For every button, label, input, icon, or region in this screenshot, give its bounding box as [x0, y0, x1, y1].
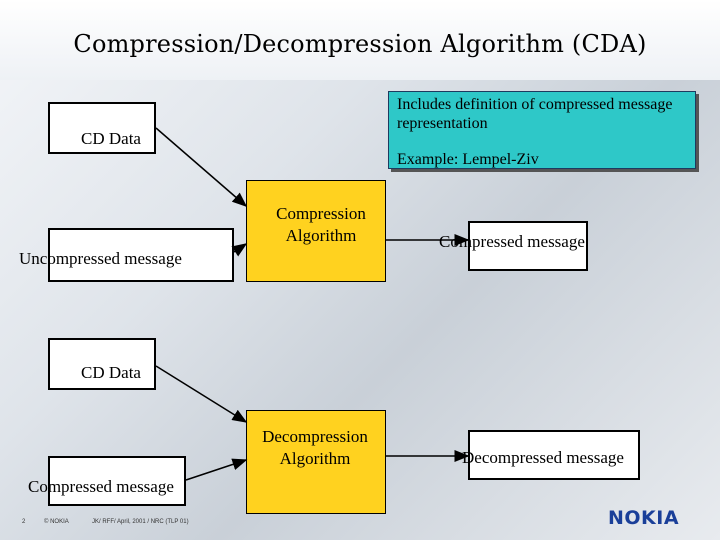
bottom-input-box: [48, 456, 186, 506]
top-cd-data-label: CD Data: [81, 129, 141, 148]
note-text: Includes definition of compressed messag…: [397, 96, 673, 132]
footer-meeting: JK/ RFF/ April, 2001 / NRC (TLP 01): [92, 519, 189, 525]
note-box: [388, 91, 696, 169]
arrow-cd-data-to-compression: [155, 127, 248, 207]
bottom-output-label: Decompressed message: [462, 448, 624, 467]
title-band: [0, 0, 720, 80]
arrow-input-to-decompression: [185, 458, 248, 481]
decompression-algorithm-line1: Decompression: [262, 427, 368, 446]
compression-algorithm-box: [246, 180, 386, 282]
compression-algorithm-label: Compression Algorithm: [246, 203, 396, 247]
slide-title: Compression/Decompression Algorithm (CDA…: [73, 30, 647, 58]
bottom-output-box: [468, 430, 640, 480]
top-output-box: [468, 221, 588, 271]
compression-algorithm-line2: Algorithm: [285, 226, 357, 245]
top-cd-data-box: [48, 102, 156, 154]
top-output-label: Compressed message: [439, 232, 585, 251]
bottom-input-label: Compressed message: [28, 477, 174, 496]
arrow-cd-data-to-decompression: [155, 365, 248, 423]
footer-page-number: 2: [22, 519, 26, 525]
note-example: Example: Lempel-Ziv: [397, 151, 539, 168]
top-input-box: [48, 228, 234, 282]
bottom-cd-data-label: CD Data: [81, 363, 141, 382]
decompression-algorithm-label: Decompression Algorithm: [238, 426, 392, 470]
arrow-input-to-compression: [231, 243, 248, 257]
decompression-algorithm-line2: Algorithm: [279, 449, 351, 468]
top-input-label: Uncompressed message: [19, 249, 182, 268]
footer-copyright: © NOKIA: [44, 519, 69, 525]
nokia-logo: NOKIA: [608, 507, 680, 529]
bottom-cd-data-box: [48, 338, 156, 390]
compression-algorithm-line1: Compression: [276, 204, 366, 223]
